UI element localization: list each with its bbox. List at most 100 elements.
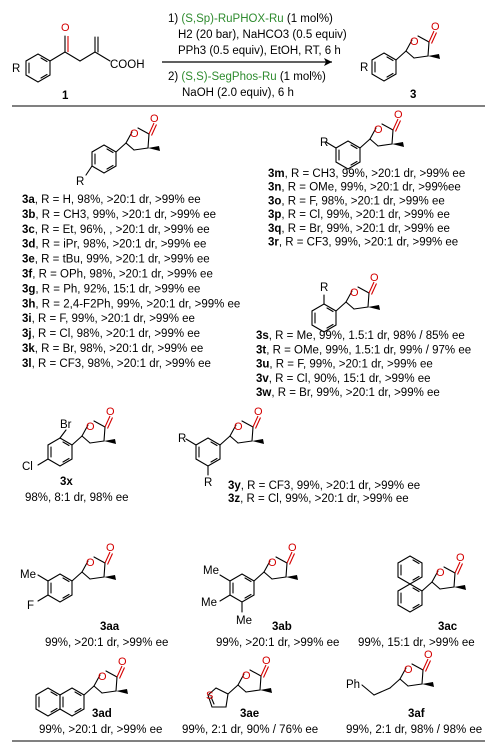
catalyst-segphos: (S,S)-SegPhos-Ru bbox=[181, 71, 276, 83]
compound-result: , R = Cl, 99%, >20:1 dr, >99% ee bbox=[281, 209, 449, 221]
result-entry-3a: 3a, R = H, 98%, >20:1 dr, >99% ee bbox=[22, 194, 201, 206]
cond-1-suffix: (1 mol%) bbox=[284, 13, 333, 25]
o-atom: O bbox=[242, 670, 251, 682]
compound-result: , R = Cl, 99%, >20:1 dr, >99% ee bbox=[240, 493, 408, 505]
o-atom: O bbox=[254, 406, 263, 418]
o-atom: O bbox=[86, 421, 95, 433]
result-entry-3k: 3k, R = Br, 98%, >20:1 dr, >99% ee bbox=[22, 343, 203, 355]
3aa-result: 99%, >20:1 dr, >99% ee bbox=[45, 637, 168, 649]
compound-3af: Ph O O 3af 99%, 2:1 dr, 98% / 98% ee bbox=[346, 649, 482, 736]
3ab-me-3: Me bbox=[236, 615, 252, 627]
cond-line-5: NaOH (2.0 equiv), 6 h bbox=[182, 87, 294, 99]
compound-id: 3z bbox=[228, 493, 240, 505]
svg-text:1) (S,Sp)-RuPHOX-Ru (1 mol%): 1) (S,Sp)-RuPHOX-Ru (1 mol%) bbox=[168, 13, 333, 25]
para-r-label: R bbox=[76, 176, 84, 188]
compound-id: 3y bbox=[228, 480, 241, 492]
compound-result: , R = F, 99%, >20:1 dr, >99% ee bbox=[269, 359, 432, 371]
o-atom: O bbox=[394, 109, 403, 121]
compound-result: , R = Et, 96%, , >20:1 dr, >99% ee bbox=[35, 224, 210, 236]
3ab-result: 99%, >20:1 dr, >99% ee bbox=[216, 637, 339, 649]
compound-result: , R = CF3, 99%, >20:1 dr, >99% ee bbox=[279, 237, 458, 249]
compound-id: 3a bbox=[22, 194, 35, 206]
compound-3ac: O O 3ac 99%, 15:1 dr, >99% ee bbox=[358, 552, 475, 649]
compound-result: , R = Br, 98%, >20:1 dr, >99% ee bbox=[35, 343, 203, 355]
compound-id: 3w bbox=[256, 387, 271, 399]
3af-result: 99%, 2:1 dr, 98% / 98% ee bbox=[346, 724, 482, 736]
3ae-label: 3ae bbox=[240, 708, 259, 720]
result-entry-3g: 3g, R = Ph, 92%, 15:1 dr, >99% ee bbox=[22, 283, 200, 295]
substrate-r-label: R bbox=[12, 63, 20, 75]
cond-1-prefix: 1) bbox=[168, 13, 181, 25]
compound-result: , R = Cl, 90%, 15:1 dr, >99% ee bbox=[269, 373, 431, 385]
result-entry-3i: 3i, R = F, 99%, >20:1 dr, >99% ee bbox=[22, 313, 195, 325]
cond-2-suffix: (1 mol%) bbox=[277, 71, 326, 83]
compound-result: , R = CF3, 99%, >20:1 dr, >99% ee bbox=[241, 480, 420, 492]
compound-result: , R = F, 99%, >20:1 dr, >99% ee bbox=[32, 313, 195, 325]
compound-id: 3d bbox=[22, 239, 35, 251]
compound-3y-3z: R R O O 3y, R = CF3, 99%, >20:1 dr, >99%… bbox=[178, 406, 420, 505]
o-atom: O bbox=[350, 287, 359, 299]
catalyst-ruphox: (S,Sp)-RuPHOX-Ru bbox=[181, 13, 283, 25]
product-structure: O O R 3 bbox=[360, 21, 441, 101]
product-number: 3 bbox=[410, 89, 416, 101]
compound-id: 3q bbox=[268, 223, 281, 235]
3aa-f-label: F bbox=[27, 600, 34, 612]
result-entry-3v: 3v, R = Cl, 90%, 15:1 dr, >99% ee bbox=[256, 373, 431, 385]
result-entry-3y: 3y, R = CF3, 99%, >20:1 dr, >99% ee bbox=[228, 480, 420, 492]
result-entry-3s: 3s, R = Me, 99%, 1.5:1 dr, 98% / 85% ee bbox=[256, 330, 465, 342]
substrate-number: 1 bbox=[62, 90, 69, 102]
ring-o-atom: O bbox=[410, 36, 419, 48]
o-atom: O bbox=[370, 272, 379, 284]
o-atom: O bbox=[436, 567, 445, 579]
o-atom: O bbox=[424, 649, 433, 661]
compound-result: , R = CH3, 99%, >20:1 dr, >99% ee bbox=[285, 168, 466, 180]
cond-line-3: PPh3 (0.5 equiv), EtOH, RT, 6 h bbox=[178, 45, 341, 57]
result-entry-3h: 3h, R = 2,4-F2Ph, 99%, >20:1 dr, >99% ee bbox=[22, 298, 240, 310]
compound-3s-3w: R O O 3s, R = Me, 99%, 1.5:1 dr, 98% / 8… bbox=[256, 272, 471, 399]
3af-ph-label: Ph bbox=[346, 679, 360, 691]
compound-result: , R = OMe, 99%, 1.5:1 dr, 99% / 97% ee bbox=[266, 344, 471, 356]
results-list-3s-3w: 3s, R = Me, 99%, 1.5:1 dr, 98% / 85% ee3… bbox=[256, 330, 471, 399]
compound-result: , R = iPr, 98%, >20:1 dr, >99% ee bbox=[35, 239, 206, 251]
reaction-arrowhead bbox=[324, 58, 332, 66]
compound-result: , R = Br, 99%, >20:1 dr, >99% ee bbox=[281, 223, 449, 235]
cooh-label: COOH bbox=[110, 59, 145, 71]
3ae-s-atom: S bbox=[206, 690, 213, 702]
compound-id: 3m bbox=[268, 168, 285, 180]
o-atom: O bbox=[262, 655, 271, 667]
compound-result: , R = H, 98%, >20:1 dr, >99% ee bbox=[35, 194, 201, 206]
compound-3m-3r: R O O 3m, R = CH3, 99%, >20:1 dr, >99% e… bbox=[268, 109, 465, 249]
3ab-label: 3ab bbox=[272, 621, 292, 633]
3ab-me-2: Me bbox=[201, 597, 217, 609]
compound-result: , R = CF3, 98%, >20:1 dr, >99% ee bbox=[32, 358, 211, 370]
compound-result: , R = Me, 99%, 1.5:1 dr, 98% / 85% ee bbox=[269, 330, 465, 342]
3ad-result: 99%, >20:1 dr, >99% ee bbox=[39, 724, 162, 736]
result-entry-3c: 3c, R = Et, 96%, , >20:1 dr, >99% ee bbox=[22, 224, 210, 236]
o-atom: O bbox=[288, 542, 297, 554]
3aa-label: 3aa bbox=[100, 621, 120, 633]
compound-id: 3t bbox=[256, 344, 266, 356]
result-entry-3z: 3z, R = Cl, 99%, >20:1 dr, >99% ee bbox=[228, 493, 409, 505]
compound-id: 3b bbox=[22, 209, 35, 221]
compound-3x: Br Cl O O 3x 98%, 8:1 dr, 98% ee bbox=[22, 406, 129, 504]
compound-id: 3s bbox=[256, 330, 269, 342]
compound-id: 3k bbox=[22, 343, 35, 355]
product-r-label: R bbox=[360, 62, 368, 74]
result-entry-3f: 3f, R = OPh, 98%, >20:1 dr, >99% ee bbox=[22, 269, 213, 281]
o-atom: O bbox=[98, 671, 107, 683]
reaction-conditions: 1) (S,Sp)-RuPHOX-Ru (1 mol%) H2 (20 bar)… bbox=[162, 13, 347, 99]
result-entry-3o: 3o, R = F, 98%, >20:1 dr, >99% ee bbox=[268, 195, 445, 207]
compound-id: 3g bbox=[22, 283, 35, 295]
result-entry-3p: 3p, R = Cl, 99%, >20:1 dr, >99% ee bbox=[268, 209, 450, 221]
compound-result: , R = Br, 99%, >20:1 dr, >99% ee bbox=[271, 387, 439, 399]
compound-result: , R = CH3, 99%, >20:1 dr, >99% ee bbox=[35, 209, 216, 221]
result-entry-3w: 3w, R = Br, 99%, >20:1 dr, >99% ee bbox=[256, 387, 440, 399]
compound-id: 3i bbox=[22, 313, 32, 325]
compound-id: 3v bbox=[256, 373, 269, 385]
result-entry-3q: 3q, R = Br, 99%, >20:1 dr, >99% ee bbox=[268, 223, 450, 235]
compound-result: , R = 2,4-F2Ph, 99%, >20:1 dr, >99% ee bbox=[35, 298, 240, 310]
result-entry-3n: 3n, R = OMe, 99%, >20:1 dr, >99%ee bbox=[268, 182, 461, 194]
compound-id: 3n bbox=[268, 182, 281, 194]
compound-3ad: O O 3ad 99%, >20:1 dr, >99% ee bbox=[35, 656, 162, 736]
